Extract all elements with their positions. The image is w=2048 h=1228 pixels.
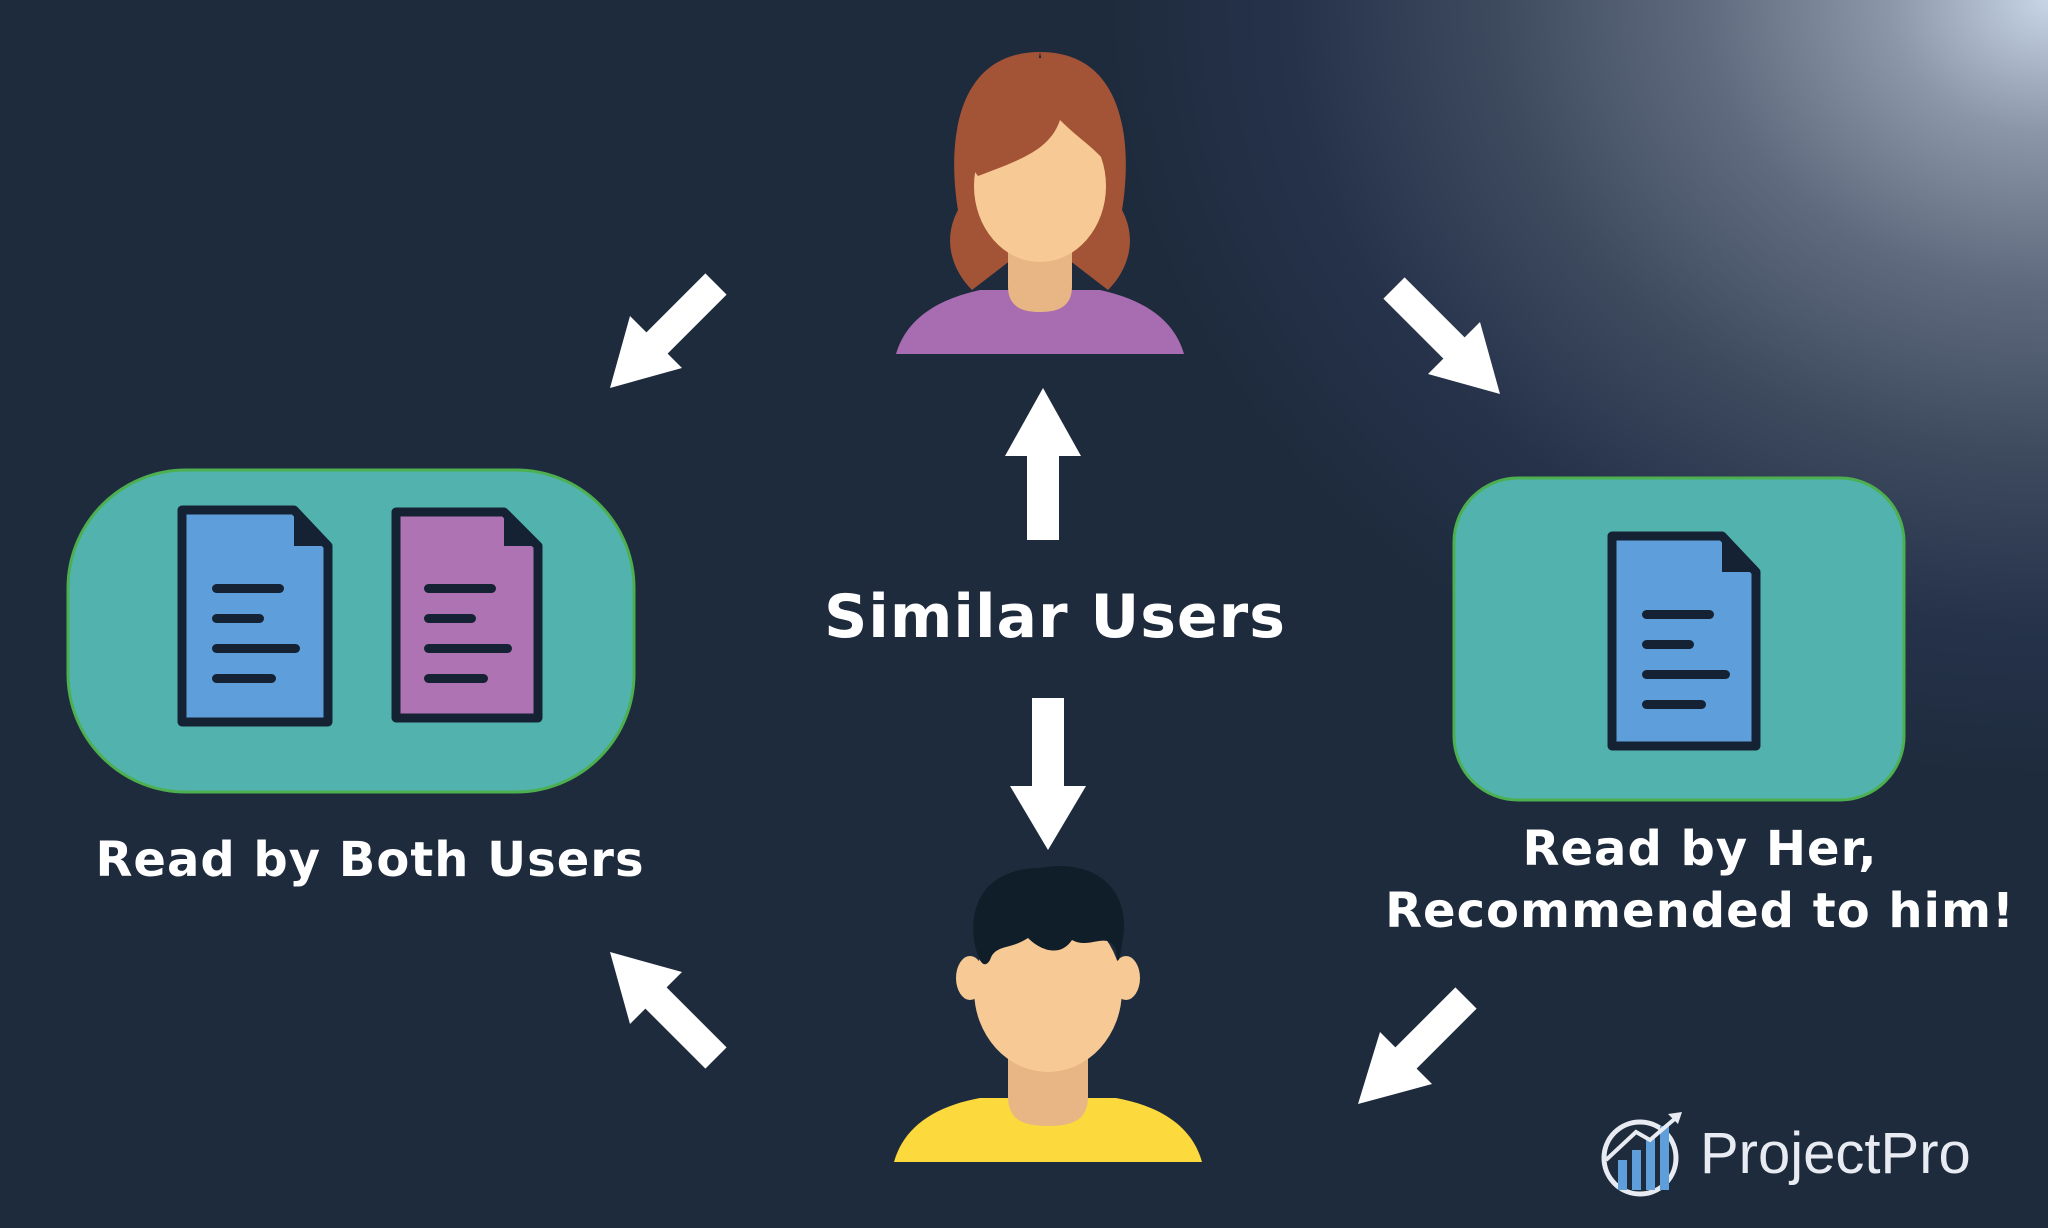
arrow-up-to-woman: [1005, 388, 1081, 540]
arrow-woman-to-left-card: [610, 273, 727, 388]
read-by-both-caption: Read by Both Users: [95, 832, 645, 888]
man-avatar-icon: [894, 866, 1202, 1162]
arrow-right-card-to-man: [1358, 987, 1477, 1104]
read-by-her-caption-line1: Read by Her,: [1522, 821, 1878, 877]
arrow-woman-to-right-card: [1383, 277, 1500, 394]
read-by-her-caption-line2: Recommended to him!: [1385, 883, 2015, 939]
read-by-her-caption: Read by Her, Recommended to him!: [1360, 818, 2040, 942]
arrow-man-to-left-card: [610, 952, 727, 1069]
projectpro-logo-icon: [1601, 1112, 1682, 1197]
document-icon: [1607, 531, 1761, 751]
document-icon: [177, 505, 333, 727]
read-by-her-card: [1452, 476, 1906, 802]
similar-users-label: Similar Users: [824, 582, 1286, 652]
woman-avatar-icon: [896, 52, 1184, 354]
read-by-both-card: [66, 468, 636, 794]
arrow-down-to-man: [1010, 698, 1086, 850]
projectpro-logo-text: ProjectPro: [1700, 1121, 1971, 1186]
document-icon: [391, 507, 543, 723]
